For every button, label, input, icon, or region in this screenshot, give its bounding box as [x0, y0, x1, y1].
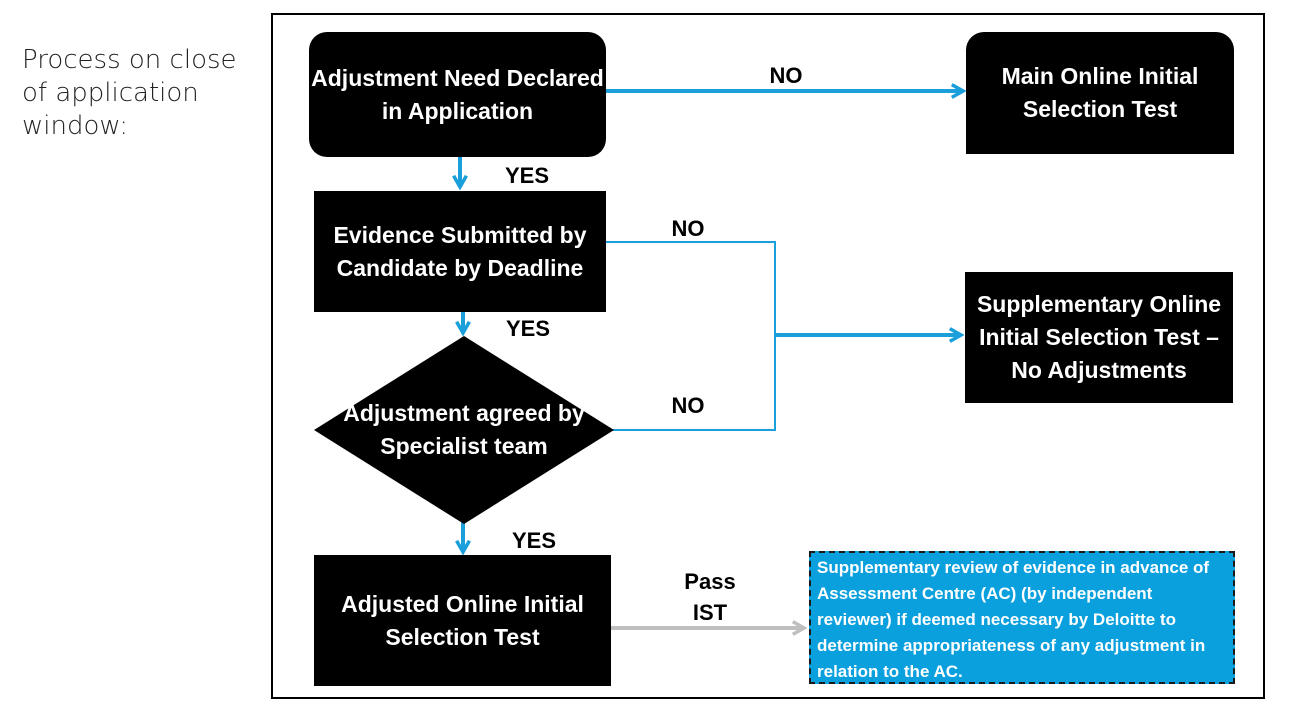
supplementary-test-label: Supplementary Online Initial Selection T… [976, 291, 1222, 383]
adjusted-test-node: Adjusted Online Initial Selection Test [314, 555, 611, 686]
adjustment-need-label: Adjustment Need Declared in Application [311, 64, 604, 124]
decision-diamond [314, 336, 614, 524]
evidence-node: Evidence Submitted by Candidate by Deadl… [314, 191, 606, 312]
label-yes-evidence: YES [504, 163, 550, 188]
adjusted-test-label: Adjusted Online Initial Selection Test [341, 590, 584, 650]
supplementary-test-node: Supplementary Online Initial Selection T… [965, 272, 1233, 403]
connector-no-agreed [612, 335, 776, 431]
diagram-frame [271, 13, 1265, 699]
review-note: Supplementary review of evidence in adva… [809, 551, 1235, 684]
main-test-label: Main Online Initial Selection Test [1001, 63, 1199, 122]
label-no-main: NO [769, 63, 803, 88]
label-yes-agreed: YES [505, 316, 551, 341]
evidence-label: Evidence Submitted by Candidate by Deadl… [333, 221, 587, 281]
adjustment-need-node: Adjustment Need Declared in Application [309, 32, 606, 157]
label-no-evidence: NO [671, 216, 705, 241]
label-yes-adjusted: YES [511, 528, 557, 553]
process-title: Process on close of application window: [22, 45, 237, 141]
connector-no-evidence [606, 241, 776, 335]
label-pass-ist: Pass IST [684, 569, 736, 625]
agreed-label: Adjustment agreed by Specialist team [343, 400, 585, 459]
label-no-agreed: NO [671, 393, 705, 418]
main-test-node: Main Online Initial Selection Test [966, 32, 1234, 154]
